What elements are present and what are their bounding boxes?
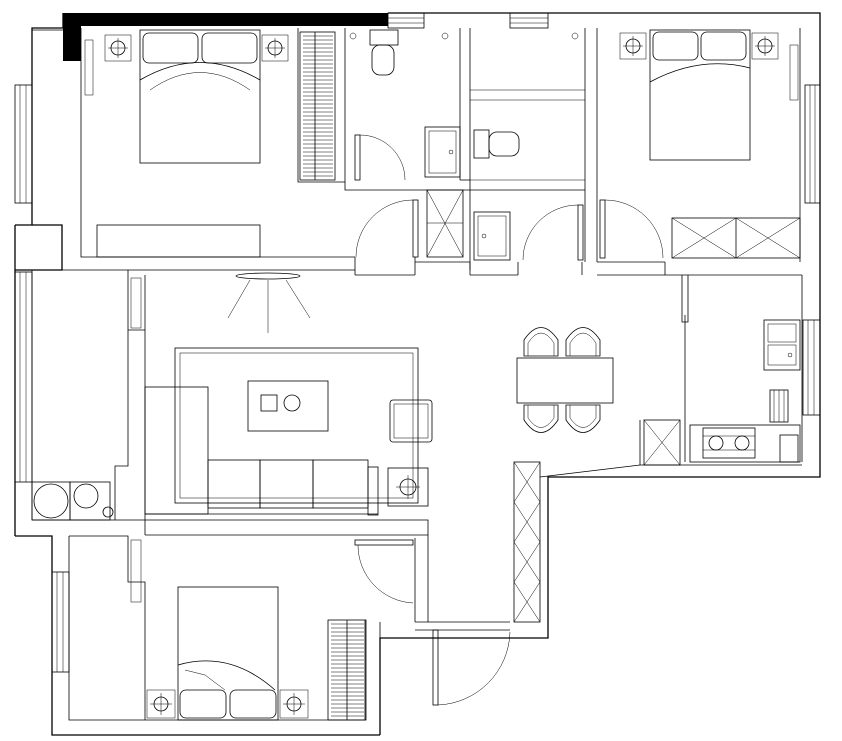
- door-bedroom2: [599, 199, 664, 259]
- dining-area: [513, 327, 614, 623]
- light-fixture-icon: [146, 689, 176, 719]
- exterior-walls: [14, 12, 821, 736]
- windows: [14, 12, 821, 673]
- sink-icon: [424, 126, 461, 178]
- bathroom-2: [473, 32, 579, 261]
- radiator-icon: [130, 539, 142, 603]
- window-top-bath2: [509, 12, 549, 29]
- window-right-bedroom: [804, 84, 821, 204]
- window-left-top: [14, 84, 33, 204]
- dining-chair: [523, 327, 559, 357]
- door-entrance: [432, 629, 511, 706]
- dining-table: [516, 357, 614, 404]
- wardrobe-icon: [327, 619, 367, 721]
- toilet-icon: [369, 29, 399, 76]
- bed-icon: [139, 29, 261, 164]
- kitchen: [643, 319, 801, 466]
- light-fixture-icon: [619, 32, 647, 60]
- door-bath2: [522, 204, 584, 261]
- toilet-icon: [473, 129, 520, 159]
- dining-chair: [565, 327, 601, 357]
- dining-chair: [565, 404, 601, 433]
- door-bedroom3: [354, 539, 414, 604]
- interior-walls: [32, 28, 802, 720]
- bed-icon: [177, 586, 279, 721]
- bathroom-1: [349, 29, 464, 258]
- window-left-living: [14, 271, 33, 483]
- light-fixture-icon: [387, 467, 429, 507]
- sofa-icon: [144, 386, 379, 516]
- wall-band-top-black: [63, 13, 388, 26]
- living-room: [31, 272, 433, 603]
- radiator-icon: [789, 44, 799, 101]
- window-bottom-left: [51, 571, 70, 673]
- window-top-bath1: [387, 12, 425, 29]
- sink-icon: [763, 319, 801, 371]
- stove-icon: [689, 424, 801, 463]
- light-fixture-icon: [751, 32, 779, 60]
- coffee-table: [247, 380, 329, 432]
- fridge: [643, 419, 681, 466]
- master-bedroom: [84, 29, 336, 258]
- desk: [96, 224, 261, 258]
- rug: [174, 347, 419, 504]
- dining-chair: [523, 404, 559, 433]
- bed-icon: [649, 29, 751, 161]
- ottoman: [389, 399, 433, 443]
- shower-icon: [426, 189, 464, 258]
- bedroom-2: [619, 29, 801, 259]
- wall-column-top-left: [63, 13, 81, 61]
- radiator-icon: [84, 39, 94, 96]
- light-fixture-icon: [279, 689, 309, 719]
- window-right-kitchen: [802, 319, 821, 416]
- wardrobe-icon: [671, 217, 801, 259]
- light-fixture-icon: [227, 272, 311, 333]
- door-master-bedroom: [355, 199, 419, 258]
- doors: [354, 134, 664, 706]
- light-fixture-icon: [261, 34, 289, 62]
- door-bath1: [354, 134, 406, 181]
- washing-machine-icon: [31, 481, 114, 521]
- shoe-cabinet: [513, 461, 541, 623]
- light-fixture-icon: [104, 34, 132, 62]
- radiator-icon: [130, 277, 142, 329]
- sink-icon: [473, 211, 511, 261]
- bedroom-3: [146, 586, 367, 721]
- wardrobe-icon: [299, 31, 336, 181]
